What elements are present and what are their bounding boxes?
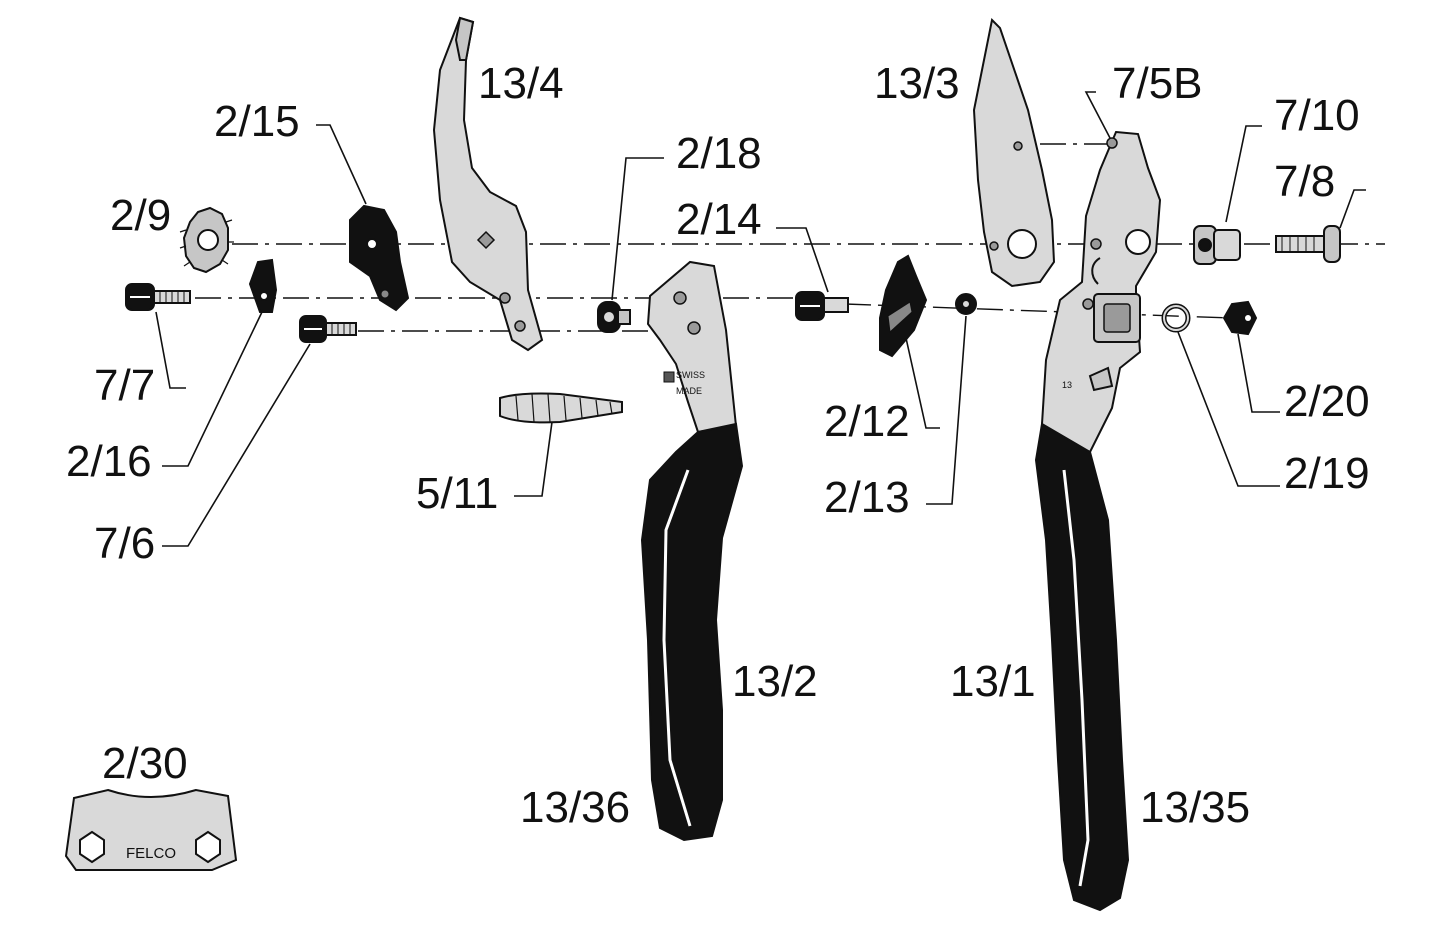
label-2-13: 2/13 (824, 473, 910, 522)
part-7-7-screw (125, 283, 191, 311)
part-2-13-washer (955, 293, 977, 315)
part-2-16-cam (248, 258, 278, 313)
leader-lines (155, 91, 1366, 547)
part-7-8-bolt (1275, 225, 1341, 263)
part-13-3-cutting-blade (972, 17, 1056, 288)
label-7-8: 7/8 (1274, 157, 1335, 206)
label-2-19: 2/19 (1284, 449, 1370, 498)
label-13-1: 13/1 (950, 657, 1036, 706)
part-2-12-latch (879, 254, 928, 358)
part-2-14-screw (795, 291, 849, 321)
label-13-4: 13/4 (478, 59, 564, 108)
part-2-18-bushing (597, 301, 631, 333)
part-labels: 13/4 2/15 2/9 2/18 2/14 13/3 7/5B 7/10 7… (66, 59, 1370, 832)
part-2-19-ring (1161, 303, 1191, 333)
part-2-30-wrench: FELCO (64, 788, 238, 871)
part-13-1-lower-handle: 13 (1034, 130, 1162, 912)
part-5-11-spring (499, 392, 623, 424)
label-7-5b: 7/5B (1112, 59, 1203, 108)
label-13-3: 13/3 (874, 59, 960, 108)
wrench-brand-stamp: FELCO (126, 845, 176, 862)
upper-handle-stamp-1: SWISS (676, 370, 705, 380)
part-13-2-upper-handle: SWISS MADE (640, 260, 744, 842)
label-2-20: 2/20 (1284, 377, 1370, 426)
label-2-15: 2/15 (214, 97, 300, 146)
part-2-15-plate (349, 204, 410, 312)
label-13-36: 13/36 (520, 783, 630, 832)
label-7-7: 7/7 (94, 361, 155, 410)
part-2-9-nut (179, 206, 234, 274)
label-7-6: 7/6 (94, 519, 155, 568)
label-2-16: 2/16 (66, 437, 152, 486)
label-2-30: 2/30 (102, 739, 188, 788)
label-2-18: 2/18 (676, 129, 762, 178)
label-2-12: 2/12 (824, 397, 910, 446)
label-13-2: 13/2 (732, 657, 818, 706)
label-2-9: 2/9 (110, 191, 171, 240)
upper-handle-stamp-2: MADE (676, 386, 702, 396)
part-7-6-screw (299, 315, 357, 343)
part-13-4-anvil-blade (432, 16, 544, 352)
label-7-10: 7/10 (1274, 91, 1360, 140)
lower-handle-model-stamp: 13 (1062, 380, 1072, 390)
label-13-35: 13/35 (1140, 783, 1250, 832)
part-7-10-nut (1193, 225, 1241, 265)
label-5-11: 5/11 (416, 469, 498, 518)
label-2-14: 2/14 (676, 195, 762, 244)
part-2-20-cap (1222, 300, 1258, 336)
